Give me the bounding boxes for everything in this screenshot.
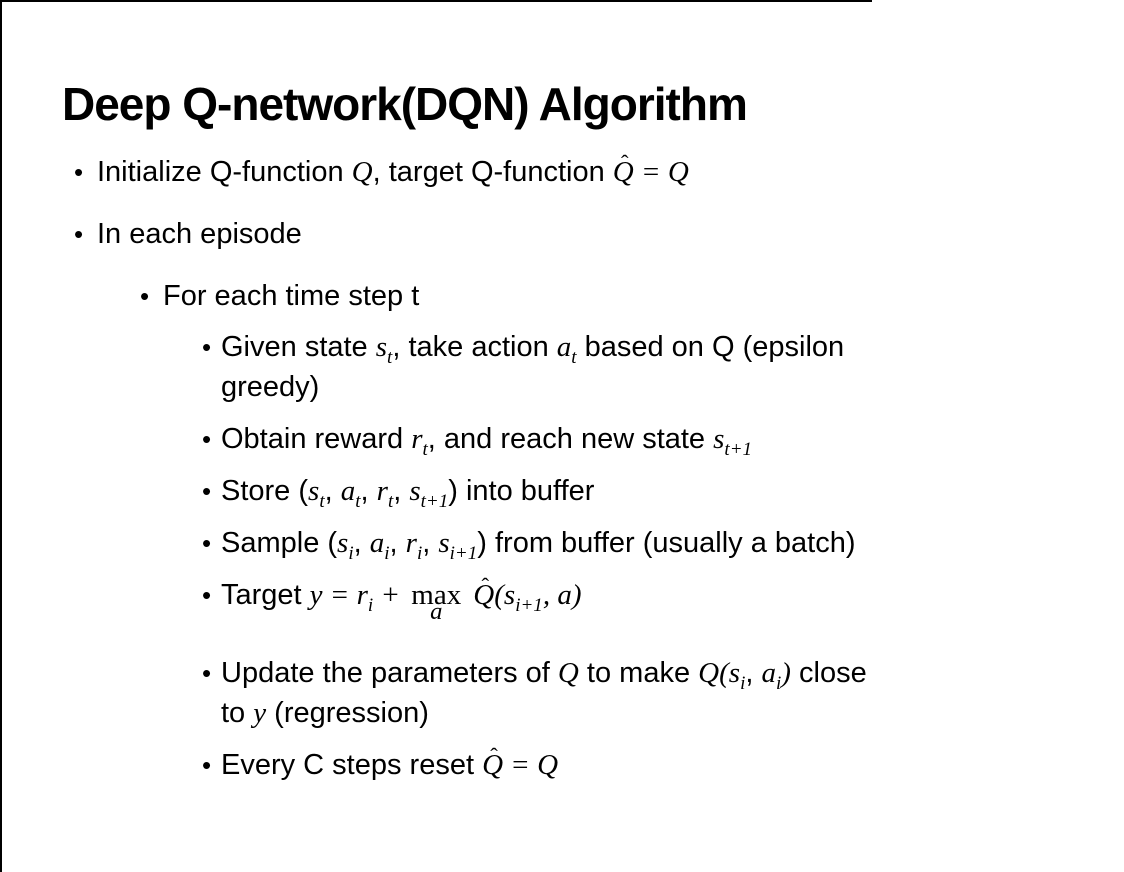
math-var: r (411, 423, 423, 455)
math-var: s (375, 331, 388, 363)
math-subscript: t (355, 490, 361, 512)
bullet-item: •Given state st, take action at based on… (0, 327, 1124, 407)
math-var: s (308, 475, 320, 507)
math-subscript: i (384, 542, 390, 564)
bullet-marker: • (202, 658, 212, 688)
bullet-text: Sample (si, ai, ri, si+1) from buffer (u… (221, 527, 856, 564)
hat-accent: ˆ (481, 572, 490, 598)
math-subscript: t+1 (420, 490, 449, 512)
bullet-text: Given state st, take action at based on … (221, 331, 845, 403)
math-var: a (556, 331, 572, 363)
math-run: ) (571, 579, 582, 611)
math-subscript: i+1 (515, 594, 543, 616)
bullet-marker: • (202, 580, 212, 610)
math-subscript: i+1 (449, 542, 478, 564)
math-var: r (405, 527, 417, 559)
bullet-item: • Sample (si, ai, ri, si+1) from buffer (… (0, 523, 1124, 563)
math-run: = Q (633, 156, 689, 188)
math-subscript: t (319, 490, 325, 512)
math-run: y (253, 697, 267, 729)
math-subscript: i (416, 542, 423, 564)
bullet-item: • Update the parameters of Q to make Q(si… (0, 653, 1124, 733)
slide-top-border (0, 0, 872, 2)
bullet-marker: • (202, 332, 212, 362)
bullet-text: In each episode (97, 218, 302, 250)
bullet-item: • In each episode (0, 214, 1124, 254)
math-run: ( (719, 657, 729, 689)
bullet-marker: • (140, 281, 150, 311)
math-var: s (337, 527, 349, 559)
bullet-marker: • (202, 424, 212, 454)
math-subscript: t (387, 490, 394, 512)
hat-accent: ˆ (621, 149, 629, 175)
bullet-text: Update the parameters of Q to make Q(si,… (221, 657, 867, 729)
bullet-marker: • (202, 750, 212, 780)
math-run: , a (542, 579, 572, 611)
math-subscript: t+1 (724, 438, 753, 460)
bullet-text: Obtain reward rt, and reach new state st… (221, 423, 753, 460)
math-run: ) (781, 657, 791, 689)
math-subscript: t (422, 438, 428, 460)
math-subscript: i (367, 594, 374, 616)
bullet-text: Initialize Q-function Q, target Q-functi… (97, 150, 689, 192)
math-subscript: i (348, 542, 354, 564)
bullet-item: • Initialize Q-function Q, target Q-funct… (0, 150, 1124, 192)
math-var: a (761, 657, 776, 689)
math-run: Q (351, 156, 373, 188)
math-run: y (309, 579, 323, 611)
bullet-item: • For each time step t (0, 276, 1124, 316)
math-subscript: i (740, 672, 746, 694)
math-var: a (369, 527, 385, 559)
math-run: = Q (503, 749, 559, 781)
math-run: + (373, 579, 408, 611)
bullet-list: • Initialize Q-function Q, target Q-funct… (0, 150, 1124, 797)
hat-accent: ˆ (490, 742, 498, 768)
bullet-text: Store (st, at, rt, st+1) into buffer (221, 475, 595, 512)
math-run: ( (494, 579, 504, 611)
math-var: s (503, 579, 516, 611)
math-var: r (356, 579, 368, 611)
math-run: = (322, 579, 357, 611)
bullet-marker: • (74, 157, 84, 187)
bullet-marker: • (202, 476, 212, 506)
bullet-marker: • (202, 528, 212, 558)
slide-title: Deep Q-network(DQN) Algorithm (62, 77, 748, 130)
math-var: s (438, 527, 450, 559)
slide-left-border (0, 0, 2, 872)
math-run: Q (557, 657, 579, 689)
math-subscript: t (571, 346, 577, 368)
bullet-item: • Store (st, at, rt, st+1) into buffer (0, 471, 1124, 511)
math-var: a (340, 475, 356, 507)
math-var: s (728, 657, 741, 689)
bullet-text: For each time step t (163, 280, 420, 312)
bullet-marker: • (74, 219, 84, 249)
math-var: r (376, 475, 388, 507)
bullet-item: •Obtain reward rt, and reach new state s… (0, 419, 1124, 459)
math-subscript: t (387, 346, 393, 368)
math-subscript: i (775, 672, 782, 694)
math-run: Q (698, 657, 720, 689)
max-under-arg: a (430, 598, 443, 626)
math-var: s (713, 423, 725, 455)
math-var: s (409, 475, 421, 507)
